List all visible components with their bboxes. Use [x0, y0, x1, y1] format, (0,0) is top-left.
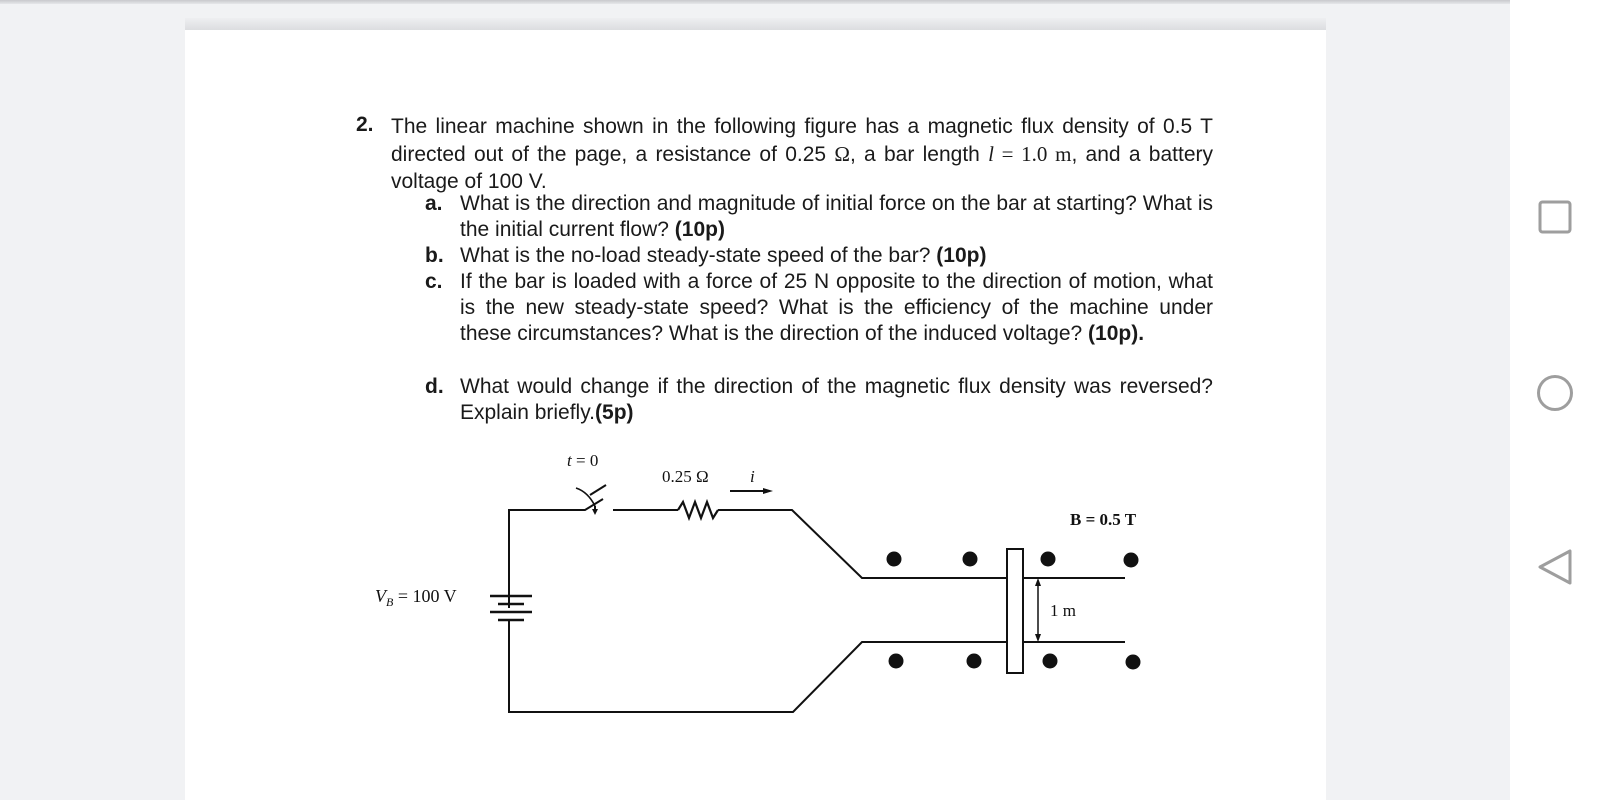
subquestion-points: (10p)	[674, 218, 725, 242]
subquestion-text: What is the direction and magnitude of i…	[460, 192, 1213, 242]
subquestion-label: c.	[425, 270, 443, 293]
top-shadow	[0, 0, 1510, 4]
square-icon	[1538, 200, 1572, 234]
subquestion-c: c. If the bar is loaded with a force of …	[425, 269, 1213, 348]
magnetic-field-dots	[886, 551, 1141, 670]
page-top-edge	[185, 18, 1326, 30]
android-navigation-bar	[1510, 0, 1600, 800]
intro-text-3: , and a battery voltage of 100 V.	[391, 142, 1213, 194]
bar-length-label: 1 m	[1050, 601, 1076, 620]
length-variable: l	[988, 141, 994, 166]
home-button[interactable]	[1528, 366, 1582, 420]
battery-label: VB = 100 V	[375, 586, 457, 609]
subquestion-text: If the bar is loaded with a force of 25 …	[460, 270, 1213, 346]
question-number: 2.	[356, 113, 374, 136]
subquestion-points: (5p)	[595, 401, 634, 425]
field-label: B = 0.5 T	[1070, 510, 1137, 529]
recents-button[interactable]	[1528, 191, 1582, 245]
back-button[interactable]	[1528, 540, 1582, 594]
subquestion-d: d. What would change if the direction of…	[425, 374, 1213, 426]
subquestion-text: What is the no-load steady-state speed o…	[460, 244, 931, 267]
subquestion-text: What would change if the direction of th…	[460, 375, 1213, 425]
subquestion-label: b.	[425, 244, 444, 267]
circle-icon	[1537, 375, 1573, 411]
ohm-symbol: Ω	[834, 141, 850, 166]
subquestion-a: a. What is the direction and magnitude o…	[425, 191, 1213, 243]
subquestion-points: (10p)	[936, 244, 987, 267]
figure-labels: t = 0 0.25 Ω i VB = 100 V B = 0.5 T 1 m	[375, 451, 1137, 620]
length-value: = 1.0 m	[993, 141, 1072, 166]
current-label: i	[750, 467, 755, 486]
subquestion-b: b. What is the no-load steady-state spee…	[425, 243, 1213, 269]
intro-text-1: The linear machine shown in the followin…	[391, 115, 1213, 166]
resistor-label: 0.25 Ω	[662, 467, 709, 486]
question-intro: The linear machine shown in the followin…	[391, 113, 1213, 196]
circuit-wires	[490, 484, 1125, 713]
switch-label: t = 0	[567, 451, 598, 470]
triangle-back-icon	[1538, 549, 1572, 585]
intro-text-2: , a bar length	[849, 142, 989, 166]
subquestion-points: (10p).	[1088, 322, 1145, 346]
subquestion-label: d.	[425, 375, 444, 398]
document-page: 2. The linear machine shown in the follo…	[185, 30, 1326, 800]
subquestion-label: a.	[425, 192, 443, 215]
